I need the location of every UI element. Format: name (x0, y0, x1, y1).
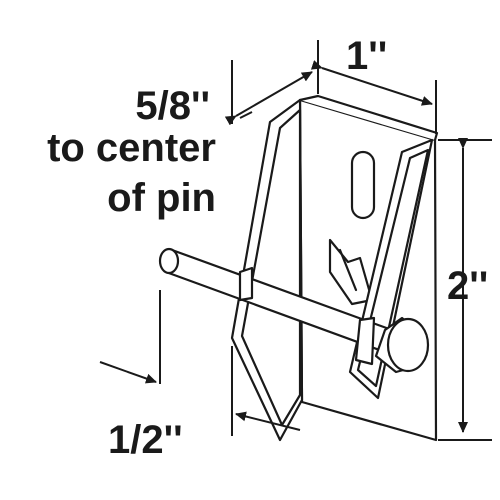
pin-depth-line2: to center (47, 126, 216, 170)
dim-line-width (310, 60, 433, 106)
offset-label: 1/2'' (108, 418, 183, 462)
mounting-slot (350, 150, 376, 220)
pin-depth-line3: of pin (107, 176, 216, 220)
height-label: 2'' (447, 264, 489, 308)
dim-line-offset-right (235, 411, 301, 431)
dim-line-offset-left (99, 361, 157, 384)
pin-left-end (158, 247, 180, 275)
pin-depth-label: 5/8'' (135, 84, 210, 128)
width-label: 1'' (346, 34, 388, 78)
pin-collar (238, 266, 254, 302)
